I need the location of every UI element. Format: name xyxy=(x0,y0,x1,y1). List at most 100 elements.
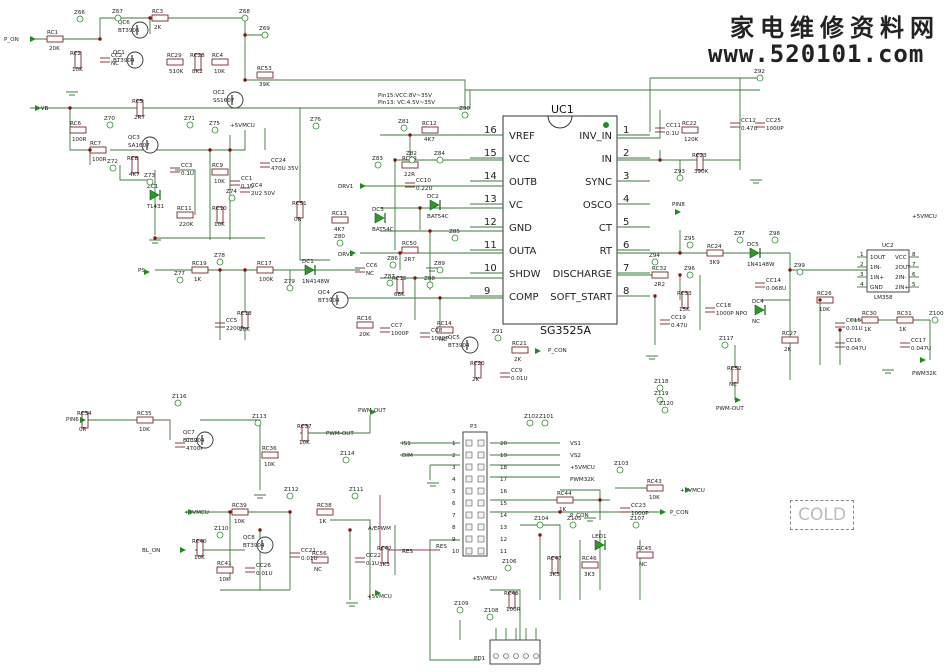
uc2-pin-name: 1OUT xyxy=(870,255,886,261)
resistor-value: 2R2 xyxy=(654,282,665,288)
port-arrow-icon xyxy=(375,590,381,596)
resistor-ref: RC37 xyxy=(297,424,312,430)
test-point-label: Z110 xyxy=(214,526,229,532)
transistor-ref: QC6 xyxy=(118,20,130,26)
junction-dot xyxy=(438,296,442,300)
test-point xyxy=(254,419,262,427)
junction-dot xyxy=(218,268,222,272)
resistor xyxy=(316,508,334,516)
resistor xyxy=(191,266,209,274)
capacitor-ref: CC9 xyxy=(511,368,523,374)
test-point-label: Z70 xyxy=(104,116,115,122)
resistor-value: 68K xyxy=(394,292,405,298)
resistor xyxy=(681,291,689,309)
junction-dot xyxy=(98,37,102,41)
resistor-value: 1K xyxy=(899,327,907,333)
resistor-ref: RC34 xyxy=(77,411,92,417)
resistor-ref: RC7 xyxy=(90,141,102,147)
resistor xyxy=(511,346,529,354)
p3-pin-number: 12 xyxy=(500,537,507,543)
p3-pin-left xyxy=(465,511,473,519)
test-point-label: Z97 xyxy=(734,231,745,237)
resistor-value: 120K xyxy=(684,137,699,143)
capacitor-value: 0.01U xyxy=(301,556,318,562)
resistor xyxy=(194,53,202,71)
resistor-ref: RC51 xyxy=(292,201,307,207)
test-point xyxy=(569,521,577,529)
junction-dot xyxy=(228,148,232,152)
test-point xyxy=(386,279,394,287)
resistor-value: 0R xyxy=(294,217,302,223)
test-point xyxy=(389,261,397,269)
resistor xyxy=(331,216,349,224)
net-5vmcu-2: +5VMCU xyxy=(912,214,937,220)
test-point-label: Z113 xyxy=(252,414,267,420)
test-point-label: Z105 xyxy=(567,516,582,522)
junction-dot xyxy=(678,273,682,277)
net-5vmcu-1: +5VMCU xyxy=(230,123,255,129)
test-point xyxy=(676,174,684,182)
test-point xyxy=(541,419,549,427)
resistor-ref: RC2 xyxy=(70,51,81,57)
net-drv2: DRV2 xyxy=(338,252,353,258)
resistor xyxy=(176,211,194,219)
capacitor-value: 4700P xyxy=(186,446,204,452)
uc1-pin-name: DISCHARGE xyxy=(553,269,612,280)
test-point xyxy=(286,492,294,500)
resistor xyxy=(861,316,879,324)
uc1-pin-number: 7 xyxy=(623,263,629,274)
uc1-pin-number: 2 xyxy=(623,148,629,159)
test-point xyxy=(656,384,664,392)
junction-dot xyxy=(288,510,292,514)
resistor-ref: RC43 xyxy=(647,479,662,485)
test-point-label: Z103 xyxy=(614,461,629,467)
resistor-ref: RC8 xyxy=(127,156,139,162)
port-arrow-icon xyxy=(30,36,36,42)
diode-ref: DC3 xyxy=(372,207,384,213)
resistor xyxy=(216,206,224,224)
test-point-label: Z95 xyxy=(684,236,695,242)
p3-pin-left xyxy=(465,487,473,495)
resistor xyxy=(556,496,574,504)
test-point-label: Z99 xyxy=(794,263,805,269)
resistor xyxy=(381,546,389,564)
resistor-value: 100K xyxy=(259,277,274,283)
p3-pin-left xyxy=(465,475,473,483)
test-point xyxy=(408,156,416,164)
capacitor-ref: CC10 xyxy=(416,178,431,184)
transistor-body xyxy=(256,536,274,554)
p3-pin-number: 16 xyxy=(500,489,508,495)
junction-dot xyxy=(598,498,602,502)
resistor-value: 3K9 xyxy=(709,260,720,266)
test-point xyxy=(451,234,459,242)
resistor-ref: RC19 xyxy=(192,261,207,267)
p3-signal-right: +5VMCU xyxy=(570,465,595,471)
junction-dot xyxy=(243,268,247,272)
p3-pin-number: 7 xyxy=(452,513,456,519)
resistor xyxy=(261,451,279,459)
uc1-pin-name: GND xyxy=(509,223,532,234)
test-point-label: Z67 xyxy=(112,9,123,15)
test-point-label: Z96 xyxy=(684,266,695,272)
net-vb: +VB xyxy=(36,106,49,112)
test-point-label: Z87 xyxy=(384,274,395,280)
p3-pin-number: 15 xyxy=(500,501,508,507)
transistor-ref: QC3 xyxy=(128,135,140,141)
resistor-value: NC xyxy=(729,382,737,388)
test-point xyxy=(461,111,469,119)
capacitor-value: 0.01U xyxy=(256,571,273,577)
uc1-pin-name: OUTA xyxy=(509,246,537,257)
diode-body xyxy=(754,304,765,316)
uc1-pin-name: VREF xyxy=(509,131,535,142)
resistor-value: 10K xyxy=(139,427,150,433)
resistor-value: 39K xyxy=(259,82,270,88)
p3-pin-right xyxy=(477,475,485,483)
resistor-value: 2K xyxy=(472,377,480,383)
test-point-label: Z116 xyxy=(172,394,187,400)
transistor-body xyxy=(226,91,244,109)
resistor-value: 3K3 xyxy=(379,562,390,568)
resistor-value: 1K xyxy=(864,327,872,333)
junction-dot xyxy=(243,78,247,82)
p3-pin-right xyxy=(477,463,485,471)
